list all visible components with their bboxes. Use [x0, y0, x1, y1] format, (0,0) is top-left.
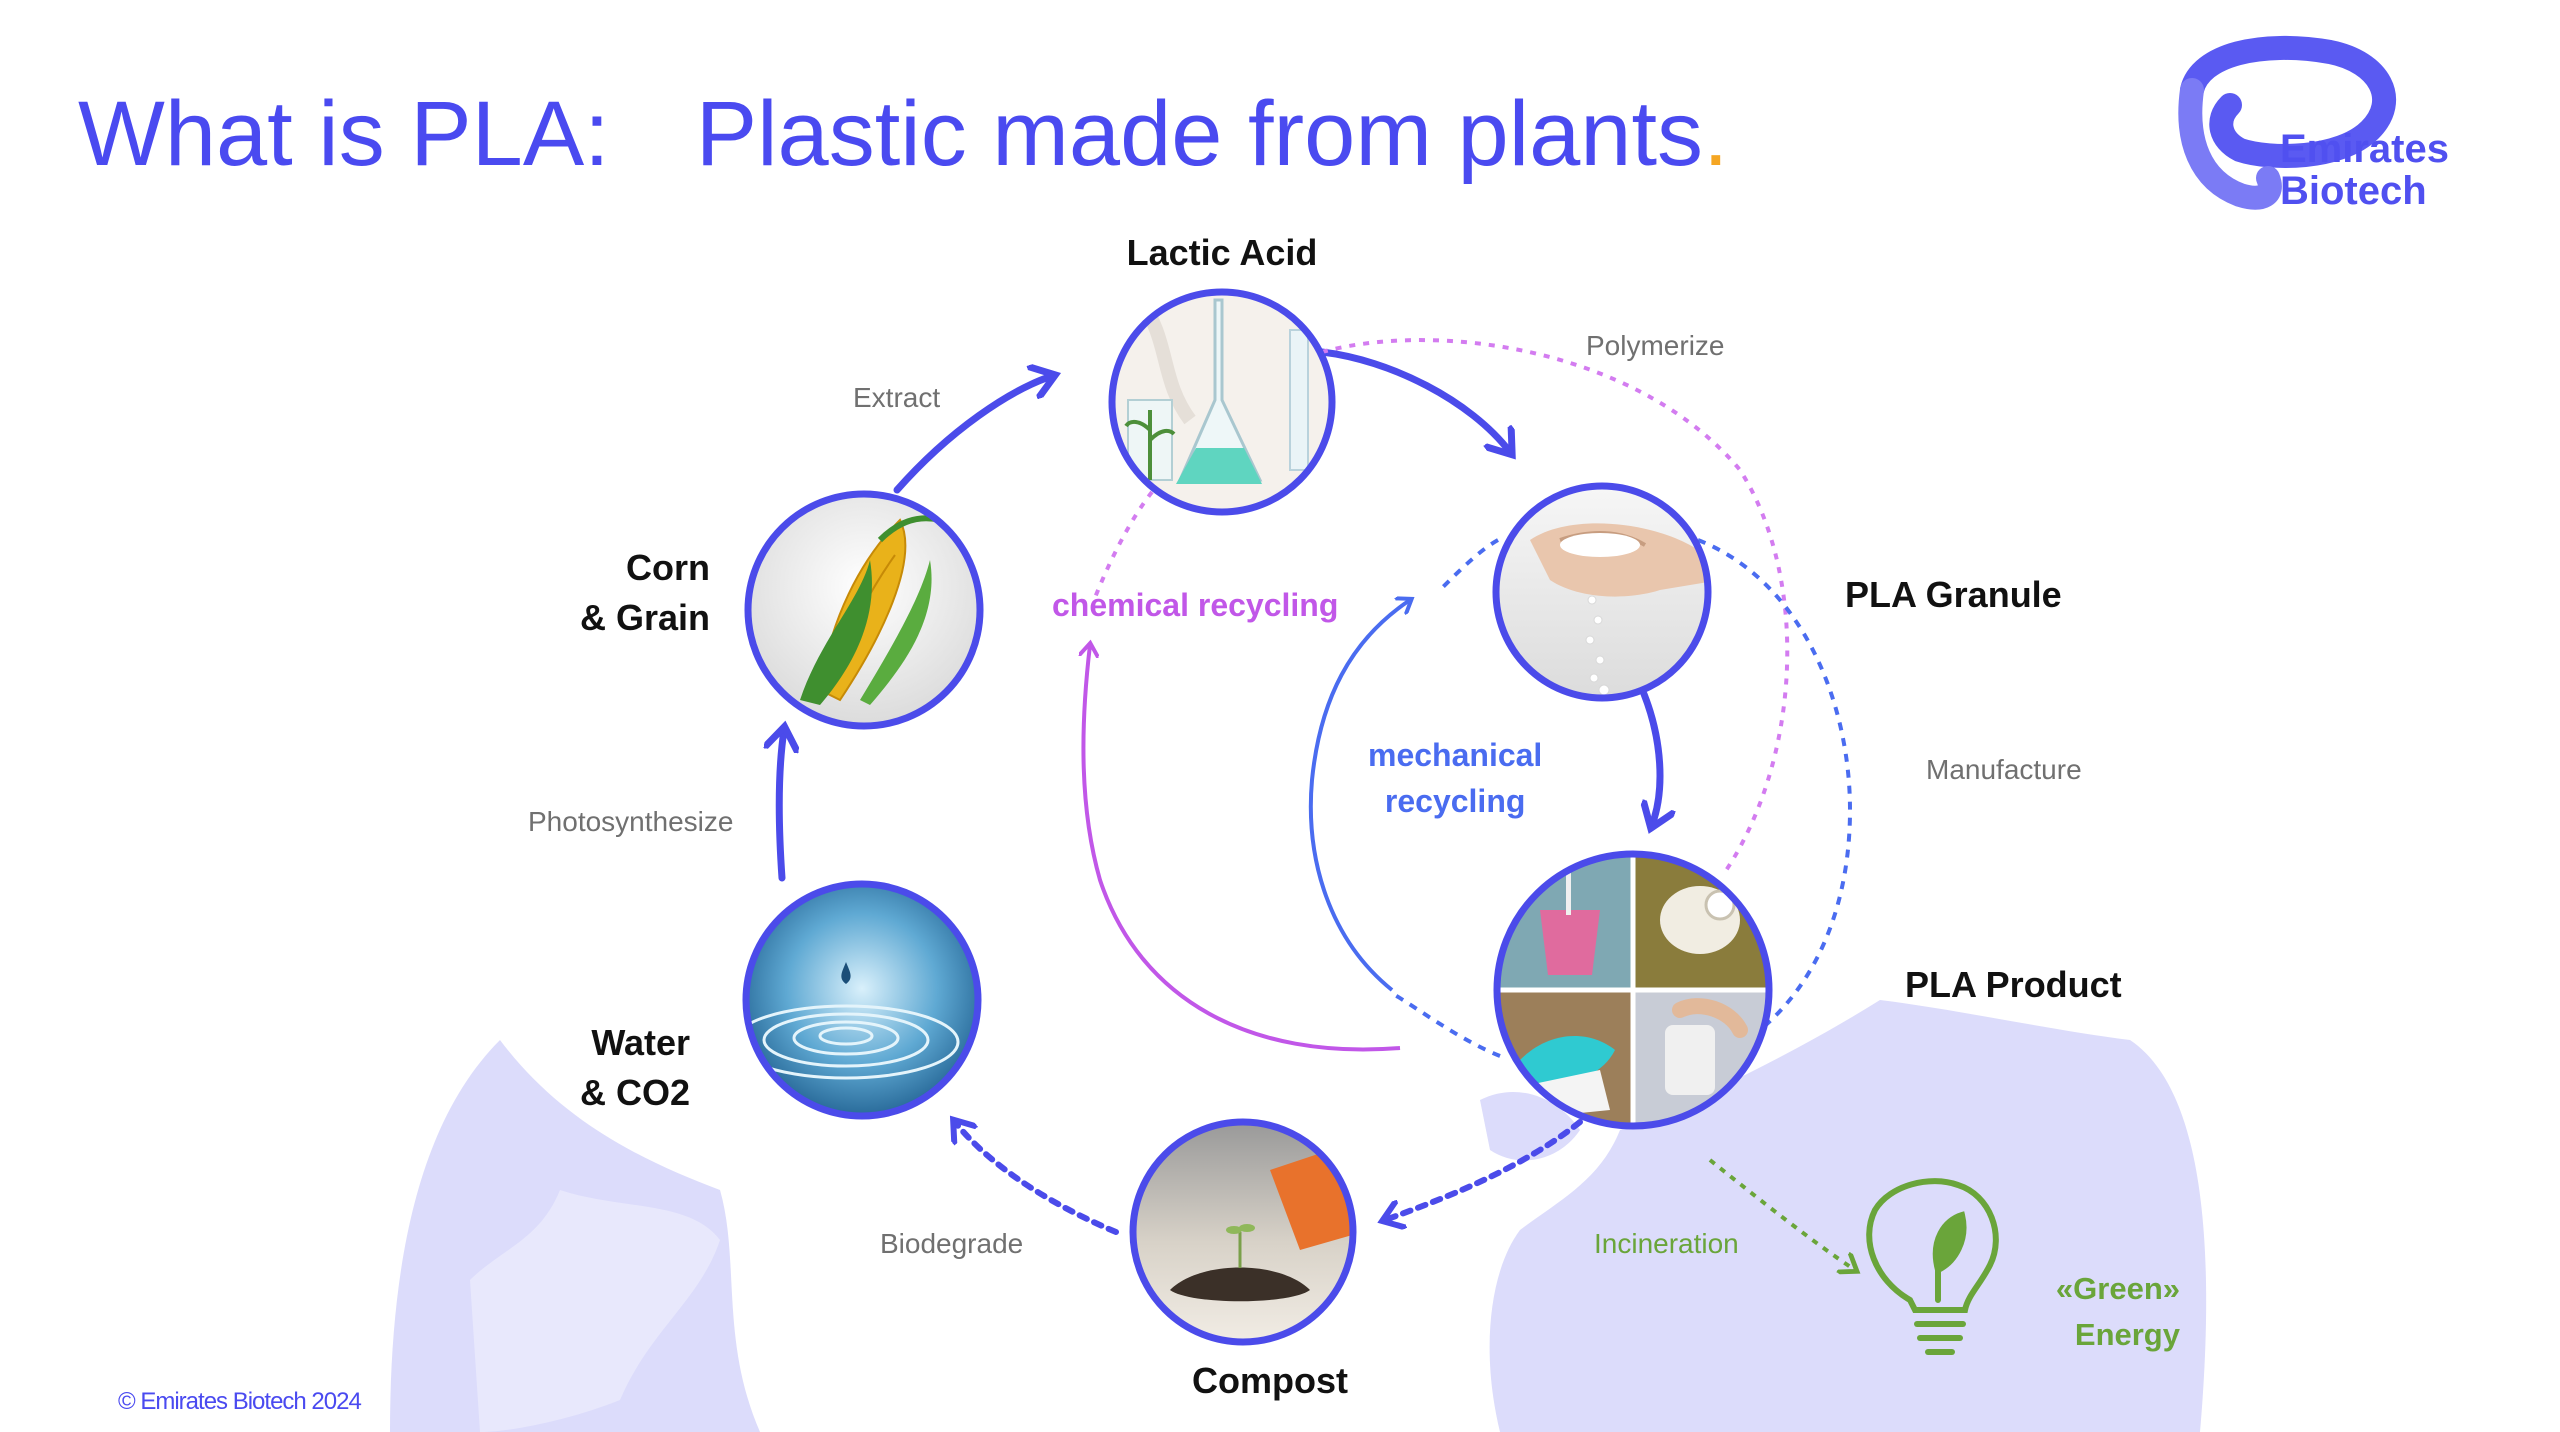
main-cycle-arrows — [779, 348, 1660, 882]
title-part2: Plastic made from plants — [695, 83, 1704, 185]
label-lactic-acid: Lactic Acid — [1126, 232, 1318, 273]
step-manufacture: Manufacture — [1926, 754, 2082, 785]
copyright-text: © Emirates Biotech 2024 — [118, 1388, 362, 1415]
emirates-biotech-logo-icon — [2178, 35, 2397, 210]
label-corn-grain: Corn & Grain — [579, 547, 710, 638]
label-water-co2: Water & CO2 — [579, 1022, 690, 1113]
pla-product-collage-icon — [1493, 850, 1773, 1130]
logo-line2: Biotech — [2280, 169, 2427, 213]
chemical-recycling-arrow — [1083, 645, 1401, 1052]
lactic-acid-flask-icon — [1108, 288, 1336, 516]
logo-line1: Emirates — [2280, 127, 2449, 171]
biodegrade-arrows — [955, 1119, 1583, 1235]
mechanical-recycling-arrow — [1308, 600, 1410, 992]
label-pla-granule: PLA Granule — [1845, 574, 2062, 615]
arrow-biodegrade — [955, 1122, 1119, 1235]
arrow-manufacture — [1644, 690, 1660, 825]
globe-icon — [390, 1000, 2207, 1432]
label-compost: Compost — [1192, 1360, 1348, 1401]
corn-cob-icon — [744, 490, 984, 730]
arrow-polymerize — [1318, 348, 1510, 452]
logo-text: Emirates Biotech — [2280, 128, 2449, 212]
page-title: What is PLA: Plastic made from plants. — [78, 82, 1729, 187]
mechanical-recycling-paths — [1393, 538, 1853, 1058]
title-part1: What is PLA: — [78, 83, 610, 185]
label-mechanical-recycling: mechanical recycling — [1368, 737, 1543, 819]
step-biodegrade: Biodegrade — [880, 1228, 1024, 1259]
arrow-extract — [893, 376, 1052, 494]
label-green-energy: «Green» Energy — [2055, 1271, 2180, 1352]
water-drop-icon — [742, 880, 982, 1120]
step-photosynthesize: Photosynthesize — [528, 806, 734, 837]
pla-granule-hand-icon — [1492, 482, 1712, 702]
lightbulb-leaf-icon — [1866, 1178, 1999, 1355]
step-incineration: Incineration — [1594, 1228, 1739, 1259]
title-dot: . — [1703, 83, 1729, 185]
incineration-arrow — [1708, 1158, 1855, 1270]
label-chemical-recycling: chemical recycling — [1052, 587, 1339, 623]
arrow-to-compost — [1385, 1119, 1583, 1220]
arrow-photosynthesize — [779, 730, 784, 882]
compost-sprout-icon — [1129, 1118, 1357, 1346]
label-pla-product: PLA Product — [1905, 964, 2122, 1005]
step-polymerize: Polymerize — [1586, 330, 1725, 361]
step-extract: Extract — [853, 382, 941, 413]
chemical-recycling-paths — [1092, 338, 1790, 874]
